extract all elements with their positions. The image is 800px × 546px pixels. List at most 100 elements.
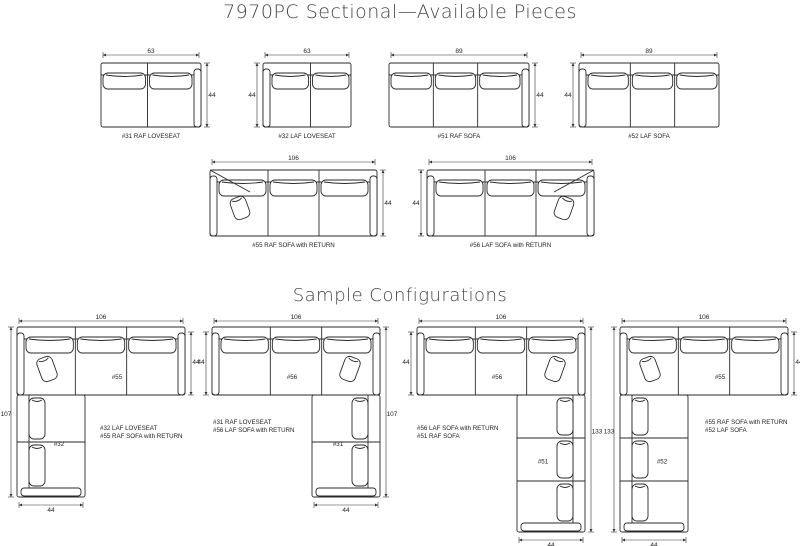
config-top-label: #56 (287, 374, 298, 381)
pillow-seam (559, 442, 571, 445)
depth-dimension: 44 (536, 92, 544, 99)
pillow-seam (489, 181, 532, 184)
pillow-seam (590, 74, 626, 77)
width-dimension: 106 (505, 155, 516, 162)
pillow-icon (25, 336, 74, 354)
width-dimension: 89 (645, 48, 653, 55)
pillow-icon (556, 397, 574, 436)
left-arm-icon (619, 332, 628, 396)
width-dimension: 106 (288, 155, 299, 162)
right-arm-icon (780, 332, 789, 396)
pillow-seam (634, 442, 646, 445)
pillow-icon (323, 336, 372, 354)
depth-dimension: 44 (248, 92, 256, 99)
right-arm-icon (177, 332, 186, 396)
pillow-icon (486, 179, 535, 197)
pillow-icon (679, 336, 729, 354)
pillow-seam (393, 74, 429, 77)
pillow-icon (229, 195, 251, 221)
width-dimension: 89 (455, 48, 463, 55)
config-bottom-label: #32 (54, 441, 65, 448)
section-title-sample-configurations: Sample Configurations (292, 285, 508, 306)
right-arm-icon (372, 332, 381, 396)
pillow-seam (559, 485, 571, 488)
corner-wedge (209, 169, 251, 193)
pillow-seam (634, 485, 646, 488)
config-legend-line: #56 LAF SOFA with RETURN (417, 425, 499, 432)
pillow-seam (631, 338, 674, 341)
pillow-seam (275, 338, 317, 341)
left-arm-icon (578, 68, 587, 128)
pillow-seam (559, 399, 571, 402)
pillow-icon (631, 72, 674, 90)
page-title: 7970PC Sectional—Available Pieces (223, 1, 577, 23)
pillow-icon (631, 483, 649, 522)
pillow-icon (479, 72, 521, 90)
left-arm-icon (16, 332, 25, 396)
width-dimension: 63 (147, 48, 155, 55)
pillow-icon (312, 72, 350, 90)
depth-dimension: 44 (384, 200, 392, 207)
config-total-dimension: 133 (592, 429, 603, 436)
config-arm-dimension: 44 (402, 359, 410, 366)
config-legend-line: #55 RAF SOFA with RETURN (705, 419, 788, 426)
pillow-seam (634, 399, 646, 402)
pillow-icon (544, 355, 566, 383)
pillow-icon (36, 355, 58, 383)
pillow-seam (131, 338, 174, 341)
depth-dimension: 44 (208, 92, 216, 99)
config-legend-line: #56 LAF SOFA with RETURN (213, 427, 295, 434)
config-legend-line: #55 RAF SOFA with RETURN (100, 433, 183, 440)
config-width-dimension: 106 (496, 314, 507, 321)
pillow-seam (540, 181, 583, 184)
config-bottom-dimension: 44 (47, 507, 55, 514)
pillow-icon (631, 397, 649, 436)
pillow-seam (274, 74, 306, 77)
pillow-seam (354, 446, 366, 449)
pillow-icon (628, 336, 677, 354)
pillow-icon (28, 444, 46, 487)
pillow-icon (476, 336, 526, 354)
pillow-seam (152, 74, 190, 77)
pillow-seam (553, 357, 564, 362)
pillow-icon (556, 440, 574, 479)
config-c4: #55#521064444133#55 RAF SOFA with RETURN… (604, 314, 800, 546)
pillow-icon (149, 72, 193, 90)
end-arm-icon (315, 487, 377, 497)
config-total-dimension: 107 (387, 411, 398, 418)
pillow-icon (271, 336, 321, 354)
pillow-seam (438, 74, 473, 77)
pillow-icon (434, 72, 477, 90)
pillow-icon (556, 483, 574, 522)
pillow-seam (272, 181, 315, 184)
piece-caption: #32 LAF LOVESEAT (278, 133, 336, 140)
leg-outline (516, 394, 586, 533)
piece-caption: #31 RAF LOVESEAT (122, 133, 181, 140)
config-legend-line: #31 RAF LOVESEAT (213, 419, 272, 426)
left-arm-icon (262, 68, 271, 128)
config-legend-line: #51 RAF SOFA (417, 433, 461, 440)
end-arm-icon (20, 487, 82, 497)
config-total-dimension: 107 (1, 411, 12, 418)
pillow-icon (28, 397, 46, 440)
pillow-seam (28, 338, 71, 341)
pillow-seam (221, 181, 264, 184)
leg-outline (619, 394, 689, 533)
pillow-icon (351, 397, 369, 440)
pillow-seam (323, 181, 366, 184)
leg-outline (311, 394, 381, 498)
left-arm-icon (209, 175, 218, 237)
config-arm-dimension: 44 (192, 359, 200, 366)
pillow-icon (351, 444, 369, 487)
pillow-seam (683, 338, 725, 341)
pillow-icon (553, 195, 575, 221)
pillow-seam (348, 357, 359, 362)
pillow-seam (562, 197, 572, 202)
pillow-seam (641, 357, 652, 362)
config-width-dimension: 106 (291, 314, 302, 321)
end-arm-icon (520, 522, 582, 532)
pillow-icon (269, 179, 318, 197)
